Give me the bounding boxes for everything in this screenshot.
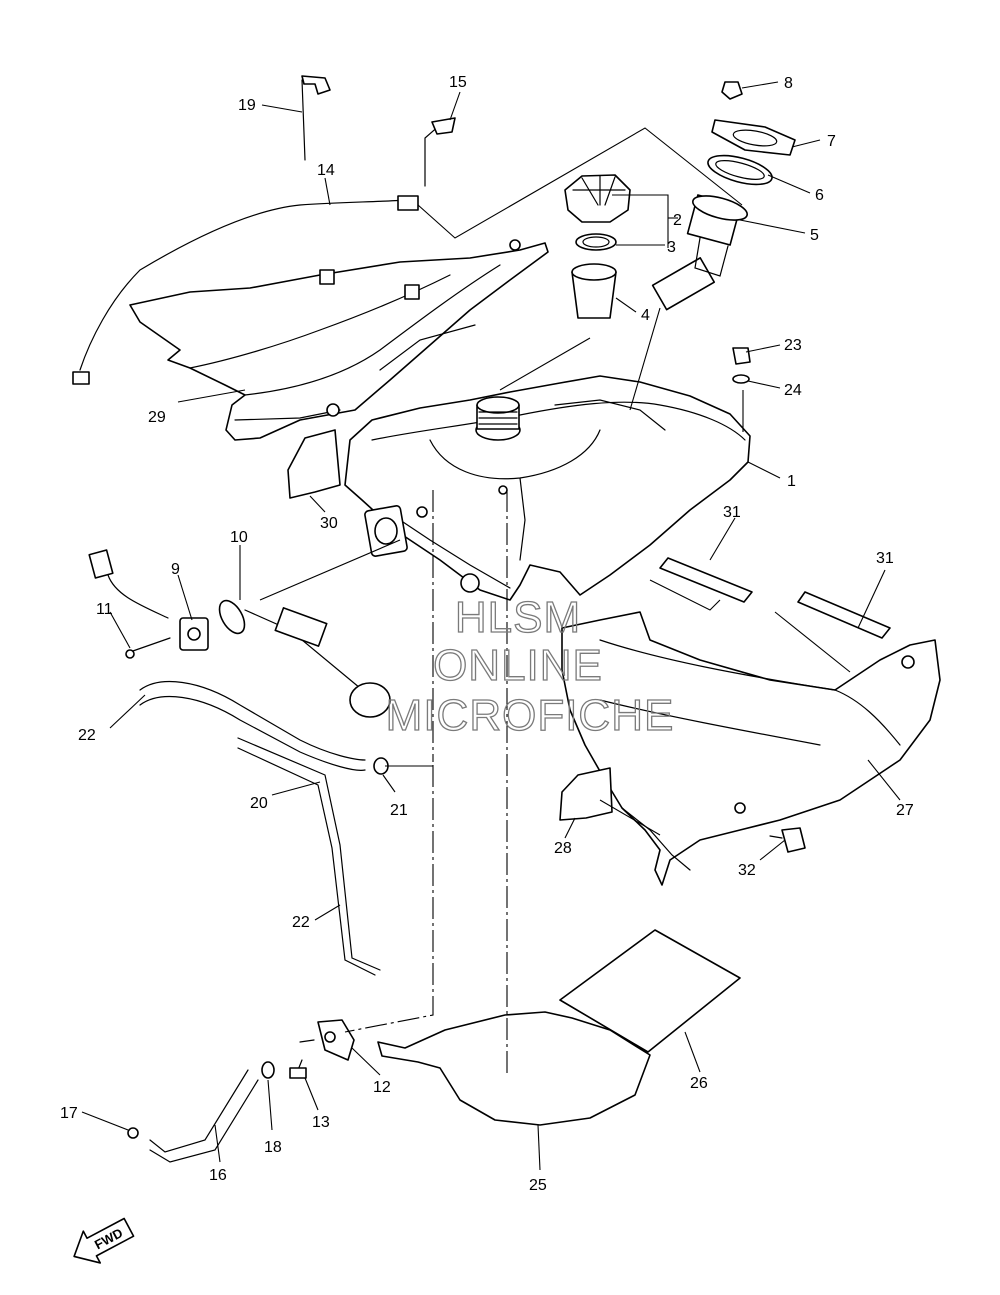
callout-3: 3 xyxy=(667,239,676,256)
callout-12: 12 xyxy=(373,1079,391,1096)
callout-13: 13 xyxy=(312,1114,330,1131)
callout-6: 6 xyxy=(815,187,824,204)
watermark: HLSM ONLINE MICROFICHE xyxy=(385,592,675,740)
hoses xyxy=(139,680,389,976)
side-cover-left xyxy=(129,239,549,441)
harness-14 xyxy=(72,75,456,385)
callout-22-lower: 22 xyxy=(292,914,310,931)
damper-plate-1 xyxy=(659,557,753,603)
fuel-tank xyxy=(344,375,751,601)
reference-lines xyxy=(259,127,851,1075)
callout-20: 20 xyxy=(250,795,268,812)
washer-24 xyxy=(732,374,750,384)
protector-sheet xyxy=(377,1011,651,1126)
callout-15: 15 xyxy=(449,74,467,91)
callout-21: 21 xyxy=(390,802,408,819)
callout-26: 26 xyxy=(690,1075,708,1092)
callout-1: 1 xyxy=(787,473,796,490)
callout-18: 18 xyxy=(264,1139,282,1156)
callout-5: 5 xyxy=(810,227,819,244)
bolt-32 xyxy=(769,827,806,853)
callout-23: 23 xyxy=(784,337,802,354)
pad-right xyxy=(559,767,613,821)
callout-leaders xyxy=(81,81,901,1171)
pad-left xyxy=(287,429,341,499)
forward-direction-arrow: FWD xyxy=(73,1217,135,1264)
callout-29: 29 xyxy=(148,409,166,426)
fuel-pump-assembly xyxy=(651,81,796,311)
callout-16: 16 xyxy=(209,1167,227,1184)
damper-plate-2 xyxy=(797,591,891,639)
side-cover-right xyxy=(561,611,941,886)
callout-22-upper: 22 xyxy=(78,727,96,744)
callout-17: 17 xyxy=(60,1105,78,1122)
callout-25: 25 xyxy=(529,1177,547,1194)
callout-9: 9 xyxy=(171,561,180,578)
callout-14: 14 xyxy=(317,162,335,179)
callout-31-right: 31 xyxy=(876,550,894,567)
callout-31-left: 31 xyxy=(723,504,741,521)
callout-2: 2 xyxy=(673,212,682,229)
callout-19: 19 xyxy=(238,97,256,114)
sender-unit xyxy=(88,549,391,718)
callout-8: 8 xyxy=(784,75,793,92)
nut-23 xyxy=(732,347,751,365)
drain-fittings xyxy=(127,1019,355,1163)
callout-28: 28 xyxy=(554,840,572,857)
callout-7: 7 xyxy=(827,133,836,150)
watermark-line-3: MICROFICHE xyxy=(386,691,675,740)
callout-numbers: 1 2 3 4 5 6 7 8 9 10 11 12 13 14 15 16 1… xyxy=(60,74,914,1194)
watermark-line-1: HLSM xyxy=(455,593,581,642)
callout-32: 32 xyxy=(738,862,756,879)
callout-30: 30 xyxy=(320,515,338,532)
filler-cap-assembly xyxy=(564,174,631,319)
callout-27: 27 xyxy=(896,802,914,819)
callout-11: 11 xyxy=(96,601,113,618)
callout-4: 4 xyxy=(641,307,650,324)
callout-24: 24 xyxy=(784,382,802,399)
watermark-line-2: ONLINE xyxy=(433,641,603,690)
callout-10: 10 xyxy=(230,529,248,546)
